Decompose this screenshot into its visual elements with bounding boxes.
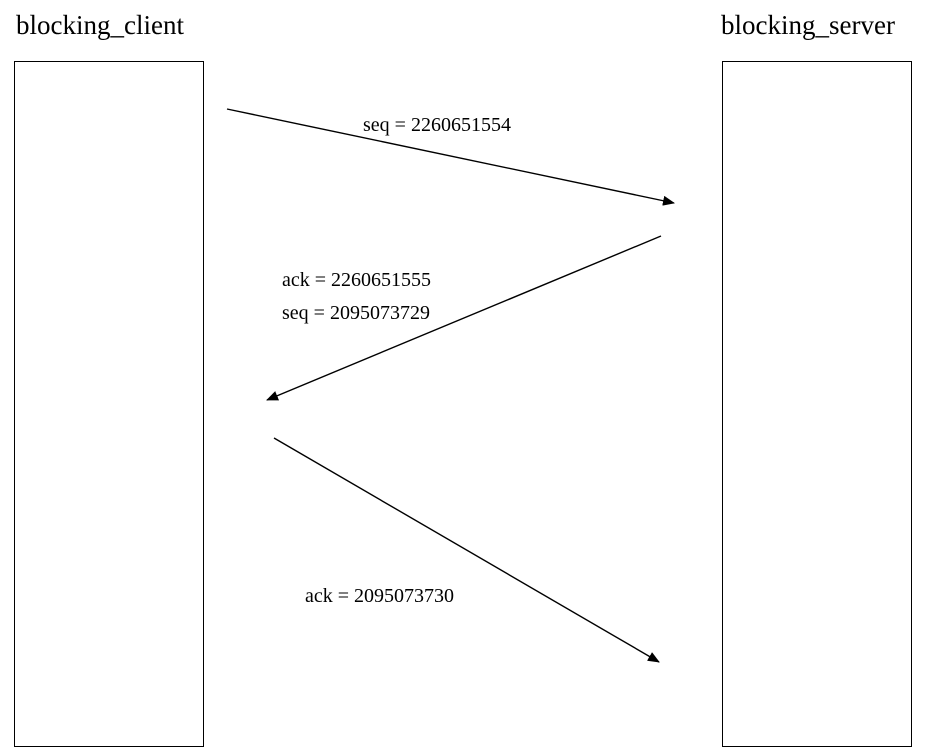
ack-arrow	[273, 437, 660, 663]
client-title: blocking_client	[16, 10, 184, 40]
server-lifeline-box	[722, 61, 912, 747]
syn-ack-ack-label: ack = 2260651555	[282, 269, 432, 291]
ack-ack-label: ack = 2095073730	[305, 585, 455, 607]
client-lifeline-box	[14, 61, 204, 747]
syn-ack-seq-label: seq = 2095073729	[282, 302, 430, 324]
syn-ack-arrow	[266, 235, 662, 401]
syn-arrow	[226, 108, 675, 206]
server-title: blocking_server	[721, 10, 895, 40]
syn-seq-label: seq = 2260651554	[363, 114, 511, 136]
